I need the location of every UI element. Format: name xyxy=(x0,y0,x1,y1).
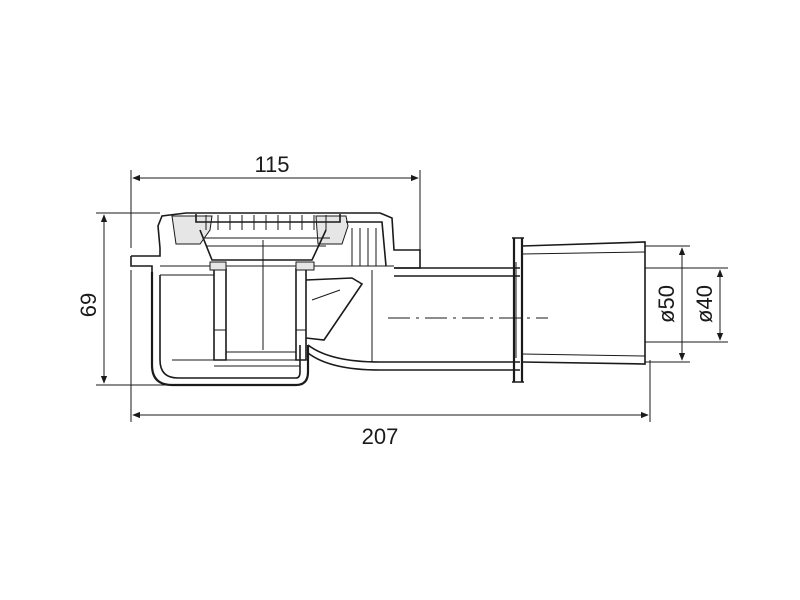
drain-grate xyxy=(171,214,387,267)
dimension-label-69: 69 xyxy=(76,293,101,317)
dimension-overall-length: 207 xyxy=(130,270,651,449)
dimension-diameters: ø50 ø40 xyxy=(645,245,728,363)
dimension-label-d40: ø40 xyxy=(692,285,717,323)
drain-housing xyxy=(130,212,421,387)
dimension-top-width: 115 xyxy=(130,152,421,260)
dimension-label-115: 115 xyxy=(254,152,289,177)
odour-trap xyxy=(209,240,315,361)
dimension-label-207: 207 xyxy=(362,424,399,449)
dimension-label-d50: ø50 xyxy=(654,285,679,323)
outlet-channel xyxy=(305,267,548,371)
dimension-height: 69 xyxy=(76,212,170,386)
outlet-pipe xyxy=(512,237,646,383)
